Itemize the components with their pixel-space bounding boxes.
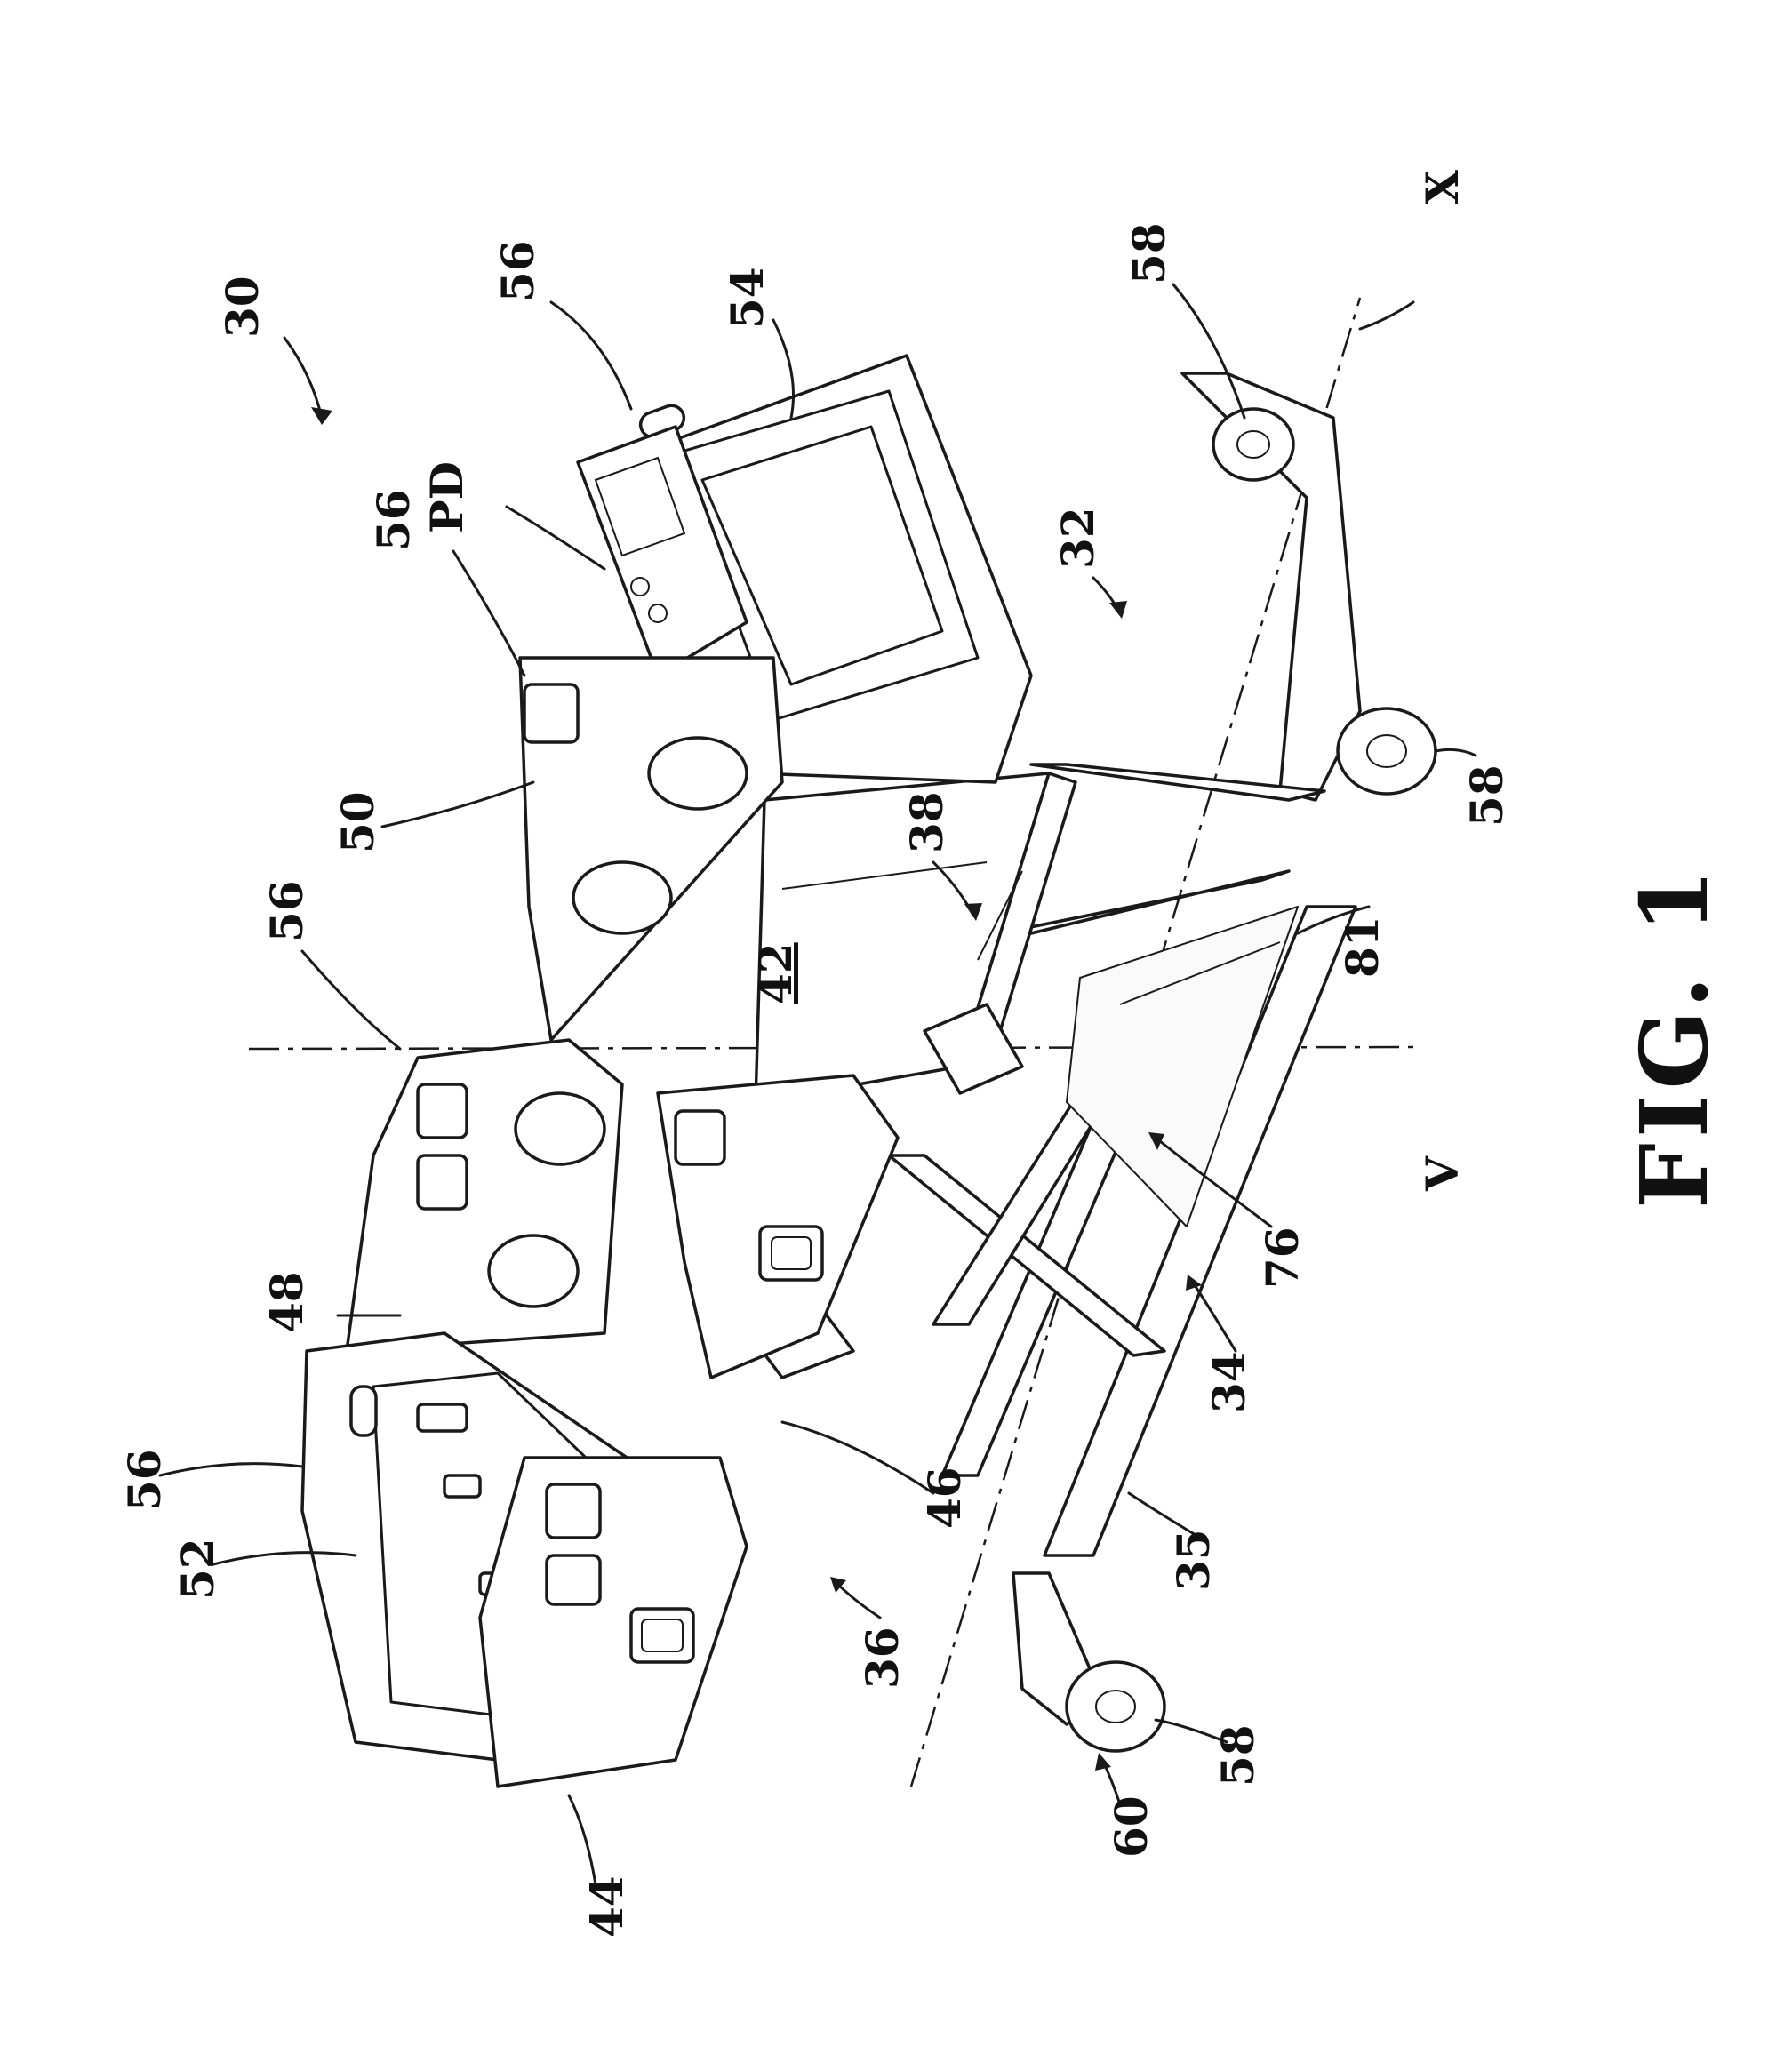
leader-56-52 bbox=[160, 1464, 302, 1475]
label-44: 44 bbox=[580, 1875, 633, 1938]
arrowhead-30 bbox=[311, 407, 332, 425]
label-81: 81 bbox=[1336, 916, 1388, 978]
siderail-46-control bbox=[760, 1227, 822, 1280]
label-54: 54 bbox=[721, 267, 773, 329]
siderail-44-window-2 bbox=[547, 1555, 600, 1604]
siderail-foot-far bbox=[520, 658, 782, 1040]
label-38: 38 bbox=[900, 791, 953, 853]
leader-56-foot bbox=[551, 302, 631, 409]
caster-foot-right bbox=[1213, 409, 1293, 480]
siderail-48-oval-2 bbox=[489, 1235, 578, 1307]
label-56-foot: 56 bbox=[492, 240, 544, 302]
headboard-slot-2 bbox=[444, 1475, 480, 1497]
label-60: 60 bbox=[1105, 1795, 1157, 1858]
label-36: 36 bbox=[856, 1627, 908, 1689]
label-56-pd: 56 bbox=[367, 489, 420, 551]
siderail-48-window-2 bbox=[418, 1155, 467, 1209]
leader-30 bbox=[284, 338, 322, 418]
siderail-48-body bbox=[347, 1040, 622, 1351]
leader-44 bbox=[569, 1795, 596, 1884]
label-32: 32 bbox=[1052, 507, 1104, 569]
label-PD: PD bbox=[420, 461, 473, 533]
siderail-head-far bbox=[347, 1040, 622, 1351]
leader-PD bbox=[507, 507, 604, 569]
label-52: 52 bbox=[172, 1538, 224, 1600]
label-V: V bbox=[1416, 1155, 1468, 1192]
leader-46 bbox=[782, 1422, 933, 1493]
siderail-48-window-1 bbox=[418, 1084, 467, 1138]
label-48: 48 bbox=[260, 1271, 313, 1333]
leader-34 bbox=[1191, 1280, 1236, 1351]
siderail-50-window bbox=[524, 684, 578, 742]
label-56-52: 56 bbox=[118, 1449, 171, 1511]
arrowhead-32 bbox=[1109, 601, 1127, 619]
headboard-slot-1 bbox=[418, 1404, 467, 1431]
label-56-48: 56 bbox=[260, 880, 313, 942]
label-30: 30 bbox=[216, 276, 268, 338]
leader-56-50 bbox=[453, 551, 524, 676]
siderail-50-oval-2 bbox=[573, 862, 671, 933]
headboard-handle bbox=[351, 1387, 376, 1435]
label-58-foot-right: 58 bbox=[1123, 222, 1175, 284]
siderail-44-window-1 bbox=[547, 1484, 600, 1538]
siderail-44-control bbox=[631, 1609, 693, 1662]
label-76: 76 bbox=[1256, 1227, 1308, 1289]
siderail-50-oval-1 bbox=[649, 738, 747, 809]
siderail-46-window bbox=[676, 1111, 724, 1164]
leader-56-48 bbox=[302, 951, 400, 1049]
caster-foot-left bbox=[1338, 708, 1436, 794]
label-58-head: 58 bbox=[1212, 1724, 1264, 1787]
leader-X bbox=[1360, 302, 1413, 329]
arrowhead-60 bbox=[1095, 1753, 1111, 1771]
leader-50 bbox=[382, 782, 533, 827]
siderail-head-near bbox=[480, 1458, 747, 1787]
label-50: 50 bbox=[332, 791, 384, 853]
siderail-44-body bbox=[480, 1458, 747, 1787]
leader-36 bbox=[836, 1582, 880, 1618]
label-X: X bbox=[1416, 170, 1468, 204]
leader-58-left bbox=[1436, 749, 1476, 756]
siderail-48-oval-1 bbox=[516, 1093, 604, 1164]
label-46: 46 bbox=[918, 1467, 971, 1529]
label-35: 35 bbox=[1167, 1529, 1220, 1591]
siderail-foot-near bbox=[658, 1075, 898, 1378]
caster-head bbox=[1067, 1662, 1164, 1751]
label-42: 42 bbox=[749, 942, 802, 1004]
label-34: 34 bbox=[1203, 1351, 1255, 1413]
label-58-foot-left: 58 bbox=[1460, 764, 1513, 827]
figure-title: FIG. 1 bbox=[1620, 864, 1729, 1209]
